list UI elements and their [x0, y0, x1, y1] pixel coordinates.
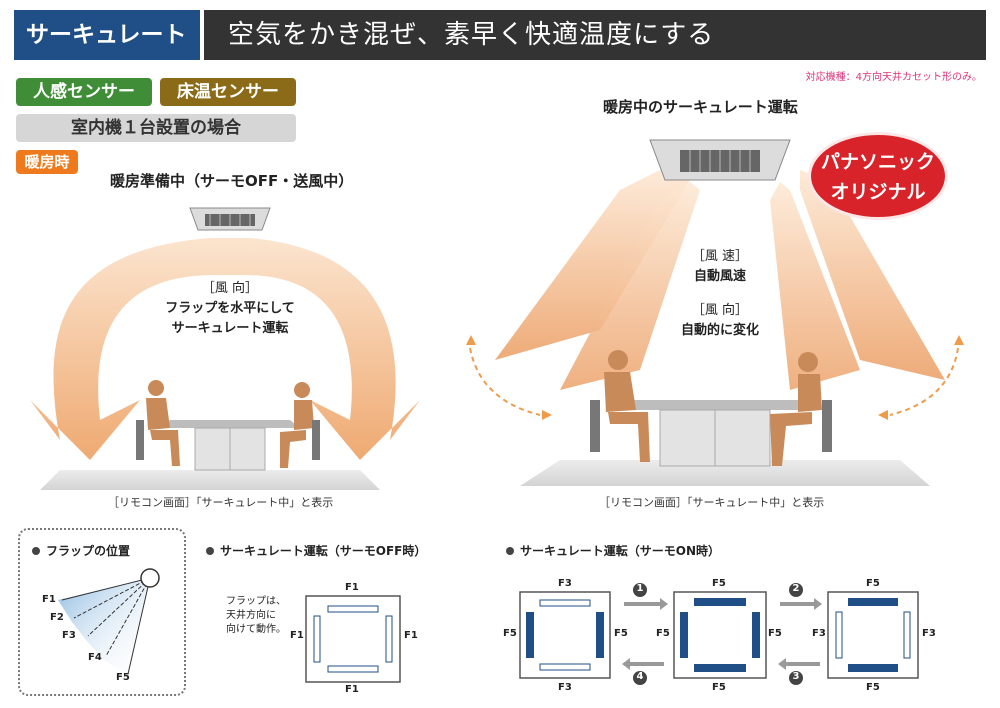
step-number-3: 3 [792, 671, 800, 682]
off-note-2: 天井方向に [226, 610, 276, 621]
badge-line-2: オリジナル [830, 181, 926, 203]
flap-label-f1: F1 [42, 594, 56, 605]
on-panel-1 [519, 591, 611, 679]
on1-label-right: F5 [614, 628, 628, 639]
step-badge-1 [633, 583, 647, 597]
flap-position-box [18, 528, 186, 696]
right-scene-title: 暖房中のサーキュレート運転 [603, 98, 798, 116]
on2-label-top: F5 [712, 578, 726, 589]
on-panel-3 [827, 591, 919, 679]
header-bar: サーキュレート機能 空気をかき混ぜ、素早く快適温度にする [14, 10, 986, 98]
airflow-beam-4 [800, 170, 945, 380]
left-remote-caption: ［リモコン画面］「サーキュレート中」と表示 [108, 496, 334, 509]
left-scene-title: 暖房準備中（サーモOFF・送風中） [110, 172, 354, 190]
airflow-beam-3 [770, 182, 860, 390]
step-badge-2 [789, 583, 803, 597]
flap-label-f4: F4 [88, 652, 102, 663]
on1-label-left: F5 [503, 628, 517, 639]
step-number-2: 2 [792, 583, 800, 594]
compatibility-note: 対応機種：4方向天井カセット形のみ。 [805, 72, 982, 83]
off-label-right: F1 [404, 630, 418, 641]
on3-label-left: F3 [812, 628, 826, 639]
off-panel [305, 595, 401, 683]
flap-position-diagram [58, 568, 160, 676]
left-floor [40, 470, 380, 490]
step-arrow-4 [622, 658, 664, 670]
step-number-4: 4 [636, 671, 644, 682]
left-ceiling-unit [189, 207, 271, 231]
right-scene [466, 139, 964, 486]
bullet-icon [206, 547, 214, 555]
on-panel-2 [673, 591, 767, 679]
step-badge-3 [789, 671, 803, 685]
off-label-left: F1 [290, 630, 304, 641]
left-direction-text-1: フラップを水平にして [165, 301, 295, 316]
step-arrow-2 [780, 598, 822, 610]
flap-label-f5: F5 [116, 672, 130, 683]
left-scene [30, 207, 420, 490]
left-direction-label: ［風 向］ [201, 281, 259, 296]
badge-line-1: パナソニック [820, 151, 935, 173]
left-circulation-arrow [30, 238, 420, 460]
bullet-icon [506, 547, 514, 555]
flap-label-f2: F2 [50, 612, 64, 623]
right-speed-text: 自動風速 [693, 269, 746, 284]
on3-label-bottom: F5 [866, 682, 880, 693]
right-direction-label: ［風 向］ [691, 303, 749, 318]
left-person-man [136, 380, 180, 466]
indoor-unit-chip: 室内機１台設置の場合 [16, 114, 296, 142]
header-separator [200, 10, 204, 60]
right-person-woman [770, 352, 832, 466]
step-number-1: 1 [636, 583, 644, 594]
human-sensor-chip: 人感センサー [16, 78, 152, 106]
right-ceiling-unit [649, 139, 791, 181]
step-arrow-3 [778, 658, 820, 670]
left-table [160, 420, 300, 471]
bullet-icon [32, 547, 40, 555]
on-section-title: サーキュレート運転（サーモON時） [506, 542, 720, 559]
off-note-1: フラップは、 [226, 596, 286, 607]
airflow-beam-1 [495, 170, 690, 360]
right-floor [520, 460, 930, 486]
on2-label-bottom: F5 [712, 682, 726, 693]
on2-label-left: F5 [656, 628, 670, 639]
right-table [615, 400, 815, 467]
right-person-man [590, 350, 650, 462]
on3-label-top: F5 [866, 578, 880, 589]
on1-label-top: F3 [558, 578, 572, 589]
on2-label-right: F5 [768, 628, 782, 639]
right-speed-label: ［風 速］ [691, 249, 749, 264]
page-title: 空気をかき混ぜ、素早く快適温度にする [228, 20, 715, 50]
left-person-woman [280, 382, 320, 468]
airflow-beam-2 [560, 182, 700, 390]
off-section-title: サーキュレート運転（サーモOFF時） [206, 542, 426, 559]
flap-section-title: フラップの位置 [32, 542, 130, 559]
off-note-3: 向けて動作。 [226, 624, 286, 635]
step-badge-4 [633, 671, 647, 685]
heating-chip: 暖房時 [16, 150, 78, 174]
right-remote-caption: ［リモコン画面］「サーキュレート中」と表示 [599, 496, 825, 509]
swing-arrow-left [469, 347, 541, 416]
header-tag: サーキュレート機能 [14, 10, 200, 98]
flap-pivot-icon [140, 568, 160, 588]
right-direction-text: 自動的に変化 [680, 323, 759, 338]
left-direction-text-2: サーキュレート運転 [171, 321, 289, 336]
on1-label-bottom: F3 [558, 682, 572, 693]
swing-arrow-right [889, 347, 959, 416]
flap-label-f3: F3 [62, 630, 76, 641]
off-label-top: F1 [345, 582, 359, 593]
floor-sensor-chip: 床温センサー [160, 78, 296, 106]
off-label-bottom: F1 [345, 684, 359, 695]
panasonic-original-badge: パナソニック オリジナル [808, 132, 948, 220]
step-arrow-1 [624, 598, 668, 610]
on3-label-right: F3 [922, 628, 936, 639]
